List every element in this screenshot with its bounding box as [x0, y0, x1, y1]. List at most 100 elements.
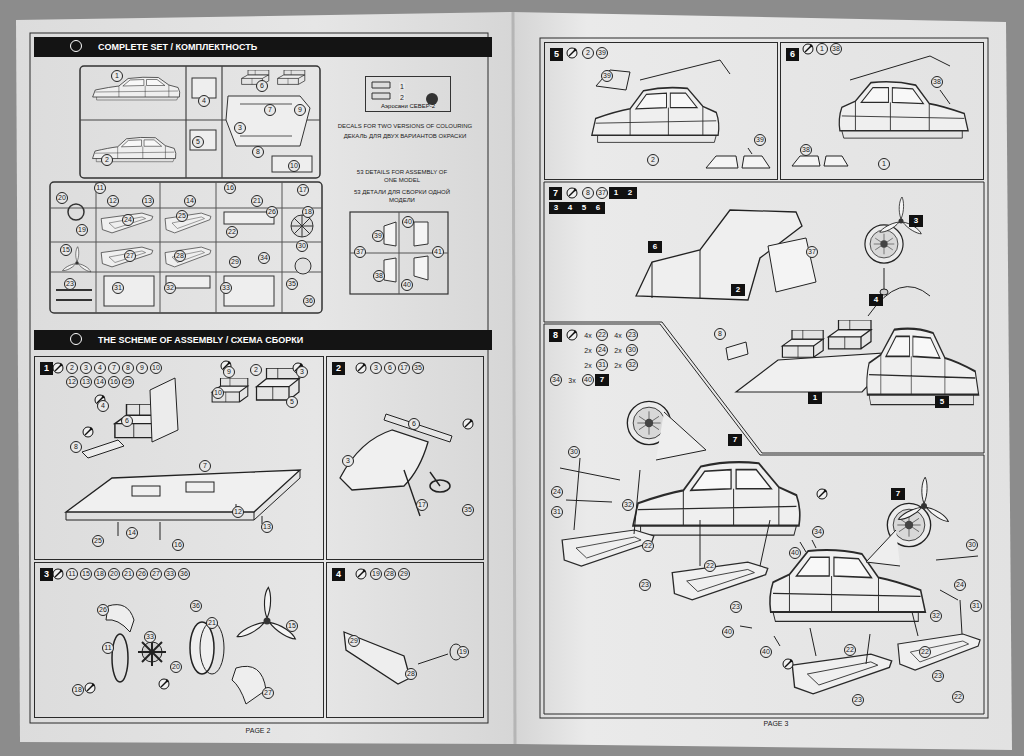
- callout-number: 9: [136, 362, 148, 374]
- note-text: 2: [399, 94, 405, 101]
- step2-art: [340, 414, 473, 516]
- step3-art: [159, 679, 169, 689]
- subassembly-number: 7: [728, 434, 742, 446]
- step7-art: [782, 330, 823, 357]
- step1-art: [132, 486, 160, 496]
- callout-number: 40: [789, 547, 801, 559]
- page-frames: [540, 38, 988, 718]
- note-text: 2x: [613, 362, 622, 369]
- callout-number: 1: [111, 70, 123, 82]
- callout-number: 6: [408, 418, 420, 430]
- callout-number: 34: [550, 374, 562, 386]
- sprue-frame-lower: [50, 182, 322, 313]
- callout-number: 23: [730, 601, 742, 613]
- callout-number: 13: [80, 376, 92, 388]
- callout-number: 24: [122, 214, 134, 226]
- step7-art: [726, 342, 748, 360]
- callout-number: 41: [432, 246, 444, 258]
- section-title: COMPLETE SET / КОМПЛЕКТНОСТЬ: [34, 37, 492, 57]
- note-text: 3x: [567, 377, 576, 384]
- step8-art: [574, 458, 770, 566]
- callout-number: 2: [582, 47, 594, 59]
- step3-art: [112, 634, 128, 682]
- step-number: 6: [786, 48, 799, 61]
- clear-sprue: [350, 212, 448, 294]
- step8-art: [817, 489, 827, 499]
- callout-number: 38: [800, 144, 812, 156]
- callout-number: 31: [970, 600, 982, 612]
- step7-art: [879, 197, 923, 235]
- step3-art: [200, 622, 224, 674]
- section-title: THE SCHEME OF ASSEMBLY / СХЕМА СБОРКИ: [34, 330, 492, 350]
- sprue-frame-lower: [56, 290, 92, 300]
- callout-number: 21: [122, 568, 134, 580]
- callout-number: 25: [122, 376, 134, 388]
- step-panel: 1: [34, 356, 324, 560]
- callout-number: 7: [264, 104, 276, 116]
- page-frames: [544, 324, 984, 714]
- callout-number: 34: [812, 526, 824, 538]
- section-band: THE SCHEME OF ASSEMBLY / СХЕМА СБОРКИ: [34, 330, 492, 350]
- callout-number: 22: [919, 646, 931, 658]
- callout-number: 36: [190, 600, 202, 612]
- step-number: 3: [40, 568, 53, 581]
- callout-number: 7: [108, 362, 120, 374]
- step3-art: [232, 666, 266, 704]
- step1-art: [83, 427, 93, 437]
- sprue-frame-upper: [272, 156, 312, 172]
- callout-number: 35: [462, 504, 474, 516]
- note-text: ДЕКАЛЬ ДЛЯ ДВУХ ВАРИАНТОВ ОКРАСКИ: [320, 132, 490, 140]
- callout-number: 14: [126, 527, 138, 539]
- sprue-frame-lower: [68, 204, 84, 220]
- callout-number: 12: [232, 506, 244, 518]
- sprue-frame-lower: [50, 182, 322, 313]
- step4-art: [344, 632, 410, 684]
- callout-number: 31: [596, 359, 608, 371]
- subassembly-number: 1: [808, 392, 822, 404]
- callout-number: 22: [952, 691, 964, 703]
- callout-number: 4: [97, 400, 109, 412]
- step1-art: [118, 504, 262, 540]
- note-text: PAGE 3: [763, 720, 790, 727]
- callout-number: 8: [252, 146, 264, 158]
- callout-number: 20: [108, 568, 120, 580]
- callout-number: 1: [816, 43, 828, 55]
- subassembly-number: 7: [595, 374, 609, 386]
- step8-art: [562, 530, 654, 566]
- callout-number: 10: [150, 362, 162, 374]
- callout-number: 9: [223, 366, 235, 378]
- callout-number: 1: [878, 158, 890, 170]
- step-panel: 5: [544, 42, 778, 180]
- callout-number: 18: [72, 684, 84, 696]
- clear-sprue: [350, 212, 448, 294]
- note-text: 2x: [583, 347, 592, 354]
- callout-number: 10: [212, 387, 224, 399]
- callout-number: 35: [412, 362, 424, 374]
- step6-art: [792, 56, 968, 166]
- sprue-frame-upper: [190, 130, 216, 150]
- callout-number: 6: [384, 362, 396, 374]
- step8-art: [560, 468, 620, 502]
- step7-art: [829, 320, 872, 349]
- callout-number: 40: [722, 626, 734, 638]
- callout-number: 3: [296, 366, 308, 378]
- step5-art: [640, 60, 730, 80]
- callout-number: 2: [66, 362, 78, 374]
- callout-number: 14: [184, 195, 196, 207]
- callout-number: 40: [760, 646, 772, 658]
- callout-number: 26: [136, 568, 148, 580]
- subassembly-number: 5: [935, 396, 949, 408]
- callout-number: 16: [172, 539, 184, 551]
- glue-icons: [356, 569, 366, 579]
- sprue-frame-upper: [240, 104, 292, 136]
- callout-number: 32: [164, 282, 176, 294]
- callout-number: 24: [954, 579, 966, 591]
- decal-sheet: Аэросани СЕВЕР-2: [365, 76, 451, 112]
- callout-number: 13: [261, 521, 273, 533]
- callout-number: 33: [144, 631, 156, 643]
- callout-number: 38: [830, 43, 842, 55]
- callout-number: 3: [370, 362, 382, 374]
- clear-sprue: [384, 222, 428, 282]
- step8-art: [810, 600, 962, 664]
